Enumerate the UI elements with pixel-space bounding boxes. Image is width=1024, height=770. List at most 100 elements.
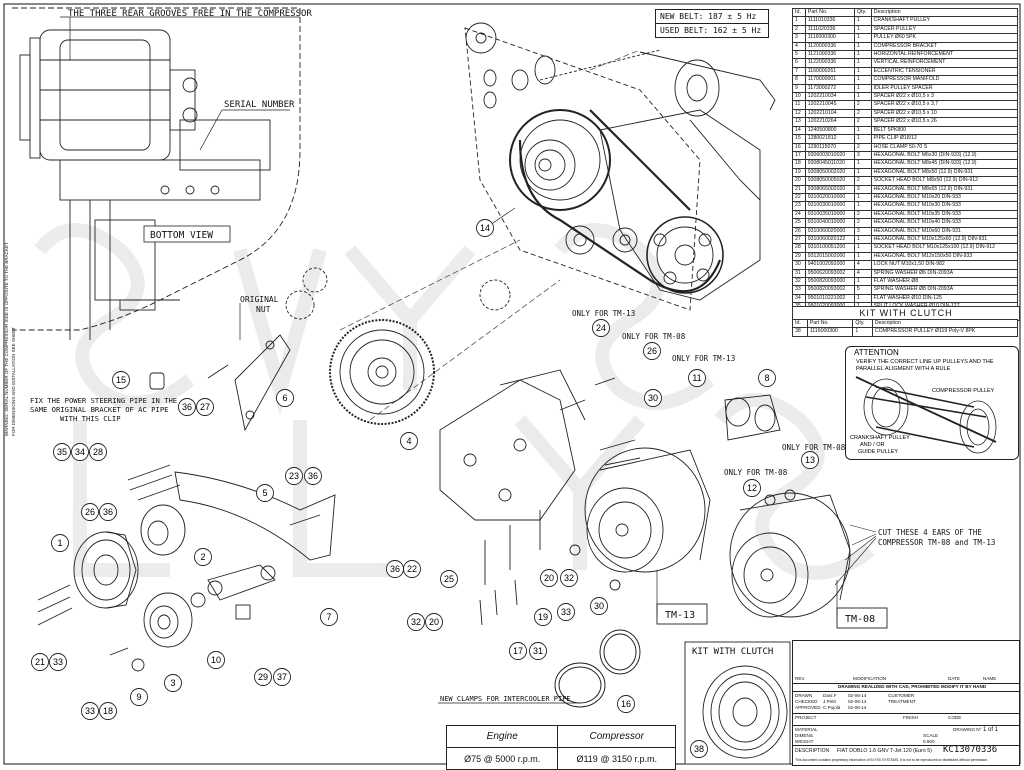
balloon-circle bbox=[194, 548, 212, 566]
compressor-speed: Ø119 @ 3150 r.p.m. bbox=[557, 747, 676, 770]
bom-id: 16 bbox=[792, 142, 806, 152]
attention-box: ATTENTION VERIFY THE CORRECT LINE UP PUL… bbox=[845, 346, 1019, 460]
balloon-label: 30 bbox=[594, 601, 604, 611]
new-belt-frequency: NEW BELT: 187 ± 5 Hz bbox=[660, 12, 757, 21]
cut-ears-note-1: CUT THESE 4 EARS OF THE bbox=[878, 528, 982, 537]
bom-qty: 5 bbox=[853, 285, 872, 295]
balloon-circle bbox=[690, 740, 708, 758]
bom-part: 9308050002020 bbox=[804, 167, 855, 178]
bom-id: 33 bbox=[792, 285, 806, 295]
tm08-label: TM-08 bbox=[845, 614, 875, 625]
bom-id: 3 bbox=[792, 33, 806, 43]
bom-id: 25 bbox=[792, 218, 806, 228]
bom-qty: 1 bbox=[853, 167, 872, 178]
bom-qty: 2 bbox=[853, 100, 872, 110]
bom-desc: HEXAGONAL BOLT M8x50 (12.9) DIN-931 bbox=[870, 167, 1019, 178]
bom-part: 1280021812 bbox=[804, 134, 855, 144]
kit-view-title: KIT WITH CLUTCH bbox=[692, 647, 773, 657]
original-nut-line1: ORIGINAL bbox=[240, 295, 279, 304]
bom-desc: SOCKET HEAD BOLT M8x50 (12.9) DIN-912 bbox=[870, 176, 1019, 186]
balloon-circle bbox=[644, 389, 662, 407]
bom-qty: 1 bbox=[853, 50, 872, 60]
belt-path bbox=[339, 49, 641, 421]
bom-qty: 1 bbox=[853, 125, 872, 136]
bom-desc: IDLER PULLEY SPACER bbox=[870, 83, 1019, 94]
tb-customer: CUSTOMER bbox=[888, 693, 915, 698]
bom-part: 1121000336 bbox=[804, 50, 855, 60]
bom-qty: 1 bbox=[853, 66, 872, 77]
attention-title: ATTENTION bbox=[854, 348, 899, 357]
balloon-circle bbox=[196, 398, 214, 416]
tb-code: CODE bbox=[948, 715, 962, 720]
bom-qty: 1 bbox=[853, 234, 872, 245]
balloon-label: 14 bbox=[480, 223, 490, 233]
balloon-label: 28 bbox=[93, 447, 103, 457]
bom-desc: HEXAGONAL BOLT M8x45 (DIN-933) (12.9) bbox=[870, 159, 1019, 169]
bolts-centre bbox=[479, 377, 796, 626]
bom-qty: 1 bbox=[853, 83, 872, 94]
balloon-circle bbox=[590, 597, 608, 615]
bom-desc: BELT 5PK800 bbox=[870, 125, 1019, 136]
balloon-label: 15 bbox=[116, 375, 126, 385]
balloon-label: 32 bbox=[411, 617, 421, 627]
tb-scale: SCALE bbox=[923, 733, 939, 738]
bom-desc: PULLEY Ø60 5PK bbox=[870, 33, 1019, 43]
balloon-circle bbox=[285, 467, 303, 485]
bom-id: 27 bbox=[792, 234, 806, 245]
balloon-label: 4 bbox=[406, 436, 411, 446]
only-tm08-note-b: ONLY FOR TM-08 bbox=[782, 443, 846, 452]
balloon-label: 27 bbox=[200, 402, 210, 412]
balloon-label: 30 bbox=[648, 393, 658, 403]
bom-part: 9306003010020 bbox=[804, 150, 855, 161]
tb-rev: REV. bbox=[795, 676, 806, 681]
compressor-pulley-label: COMPRESSOR PULLEY bbox=[932, 388, 995, 394]
bom-part: 9310040010000 bbox=[804, 218, 855, 228]
balloon-label: 34 bbox=[75, 447, 85, 457]
balloon-circle bbox=[71, 443, 89, 461]
tb-checked-date: 02-06-14 bbox=[848, 699, 867, 704]
bom-qty: 1 bbox=[853, 251, 872, 262]
balloon-label: 38 bbox=[694, 744, 704, 754]
tb-drawn-date: 02-06-14 bbox=[848, 693, 867, 698]
horizontal-reinforcement bbox=[174, 334, 336, 561]
compressor-manifold bbox=[724, 394, 781, 441]
balloon-circle bbox=[801, 451, 819, 469]
bom-part: 1202210045 bbox=[804, 100, 855, 110]
power-steering-note-1: FIX THE POWER STEERING PIPE IN THE bbox=[30, 396, 177, 405]
only-tm13-note-b: ONLY FOR TM-13 bbox=[672, 354, 735, 363]
balloon-circle bbox=[254, 668, 272, 686]
kit-row: 38 1116000300 1 COMPRESSOR PULLEY Ø119 P… bbox=[792, 327, 1019, 337]
tb-legal: This document contains proprietary infor… bbox=[795, 758, 989, 762]
bom-desc: SPACER Ø22 x Ø10,5 x 26 bbox=[870, 117, 1019, 127]
balloon-circle bbox=[688, 369, 706, 387]
balloon-label: 20 bbox=[544, 573, 554, 583]
bom-qty: 1 bbox=[853, 276, 872, 287]
speed-table: Engine Compressor Ø75 @ 5000 r.p.m. Ø119… bbox=[445, 725, 676, 770]
tb-sheet: 1 of 1 bbox=[983, 727, 999, 733]
tb-approved-date: 02-06-14 bbox=[848, 705, 867, 710]
bom-desc: LOCK NUT M10x1,50 DIN-982 bbox=[870, 260, 1019, 270]
balloon-circle bbox=[256, 484, 274, 502]
bom-id: 31 bbox=[792, 268, 806, 279]
tb-checked-name: J.Petit bbox=[823, 699, 836, 704]
power-steering-note-2: SAME ORIGINAL BRACKET OF AC PIPE bbox=[30, 405, 168, 414]
bom-id: 15 bbox=[792, 134, 806, 144]
clamps-note: NEW CLAMPS FOR INTERCOOLER PIPE bbox=[440, 695, 571, 703]
balloon-circle bbox=[31, 653, 49, 671]
only-tm08-note-c: ONLY FOR TM-08 bbox=[724, 468, 788, 477]
balloon-circle bbox=[99, 702, 117, 720]
kit-id: 38 bbox=[792, 327, 808, 337]
bom-qty: 3 bbox=[853, 184, 872, 194]
bom-qty: 2 bbox=[853, 117, 872, 127]
bom-part: 9310020010000 bbox=[804, 192, 855, 203]
